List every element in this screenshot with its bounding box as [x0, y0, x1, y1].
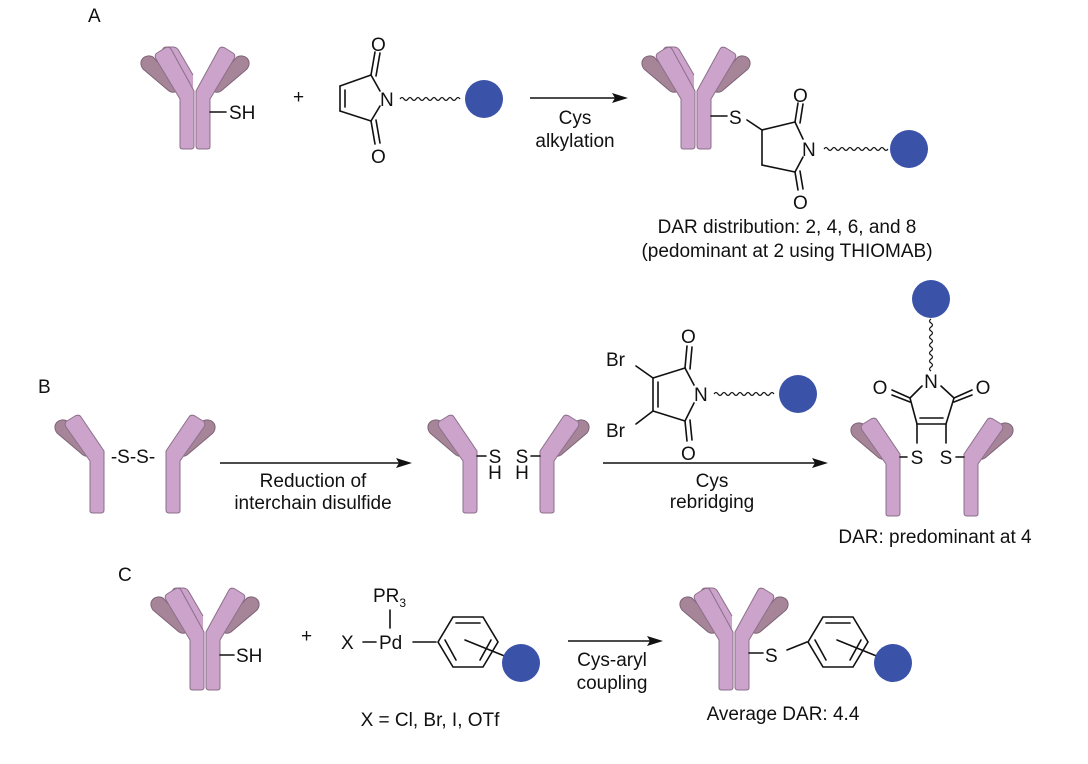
payload-circle [779, 375, 817, 413]
sulfur-left: S [489, 447, 502, 468]
arrowhead [647, 636, 663, 646]
sulfur-label: S [765, 646, 778, 667]
sulfur-right: S [516, 447, 529, 468]
panel-label-c: C [118, 565, 132, 586]
payload-circle [874, 644, 912, 682]
oxygen-bottom: O [371, 147, 386, 168]
benzene-ring [437, 616, 499, 668]
oxygen-bottom: O [681, 444, 696, 465]
aryl-palladium-reagent: PR3 X Pd [341, 586, 540, 682]
sulfur-left: S [911, 448, 924, 469]
panel-c: C SH + PR3 X Pd X = Cl, Br, I, OTf C [118, 565, 912, 731]
caption-c: Average DAR: 4.4 [707, 704, 860, 725]
panel-label-a: A [88, 6, 101, 27]
caption-b: DAR: predominant at 4 [838, 527, 1032, 548]
bromine-top: Br [606, 350, 626, 371]
adc-product-a: S O O N [641, 46, 928, 214]
linker-wave [928, 318, 934, 372]
halide-x: X [341, 633, 354, 654]
step2-line-1: Cys [696, 471, 729, 492]
arrowhead [612, 93, 628, 103]
reagent-note: X = Cl, Br, I, OTf [361, 710, 501, 731]
arrowhead [396, 458, 412, 468]
linker-wave [823, 146, 889, 152]
palladium: Pd [379, 633, 402, 654]
payload-circle [502, 644, 540, 682]
nitrogen: N [924, 372, 938, 393]
antibody-reactant-c: SH [150, 587, 262, 691]
linker-wave [713, 391, 775, 397]
phosphine-ligand: PR3 [373, 586, 406, 610]
payload-circle [465, 80, 503, 118]
oxygen-top: O [681, 327, 696, 348]
oxygen-top: O [371, 35, 386, 56]
arrowhead [812, 458, 828, 468]
antibody-native: -S-S- [54, 414, 216, 514]
panel-a: A SH + O O N Cys [88, 6, 933, 262]
hydrogen-right: H [515, 463, 529, 484]
condition-line-2: alkylation [535, 131, 614, 152]
oxygen-right: O [976, 378, 991, 399]
antibody-reduced: S H S H [427, 414, 590, 514]
benzene-ring [807, 616, 869, 668]
oxygen-top: O [793, 86, 808, 107]
dibromomaleimide-reagent: Br Br O O N [606, 327, 817, 465]
bromine-bottom: Br [606, 421, 626, 442]
oxygen-left: O [873, 378, 888, 399]
antibody-reactant-a: SH [140, 46, 255, 150]
phosphine-label: PR [373, 586, 399, 607]
nitrogen: N [694, 385, 708, 406]
payload-circle [890, 130, 928, 168]
panel-label-b: B [38, 377, 51, 398]
caption-line-2: (pedominant at 2 using THIOMAB) [641, 241, 932, 262]
sulfur-label: S [729, 108, 742, 129]
condition-line-2: coupling [577, 673, 648, 694]
thiol-label: SH [236, 646, 262, 667]
condition-line-1: Cys-aryl [577, 650, 647, 671]
maleimide-reagent: O O N [339, 35, 503, 168]
nitrogen: N [380, 90, 394, 111]
thiol-label: SH [229, 103, 255, 124]
oxygen-bottom: O [793, 193, 808, 214]
step1-line-2: interchain disulfide [234, 493, 391, 514]
phosphine-subscript: 3 [399, 596, 406, 610]
payload-circle [912, 280, 950, 318]
panel-b: B -S-S- Reduction of interchain disulfid… [38, 280, 1032, 548]
hydrogen-left: H [488, 463, 502, 484]
step1-line-1: Reduction of [260, 471, 367, 492]
step2-line-2: rebridging [670, 492, 755, 513]
nitrogen: N [802, 140, 816, 161]
sulfur-right: S [940, 448, 953, 469]
disulfide-bridge: -S-S- [111, 447, 155, 468]
plus-sign: + [293, 87, 304, 108]
linker-wave [399, 96, 461, 102]
condition-line-1: Cys [559, 108, 592, 129]
adc-product-c: S [679, 587, 912, 691]
plus-sign: + [301, 626, 312, 647]
adc-product-b: N O O S S [850, 280, 1014, 517]
caption-line-1: DAR distribution: 2, 4, 6, and 8 [658, 217, 917, 238]
